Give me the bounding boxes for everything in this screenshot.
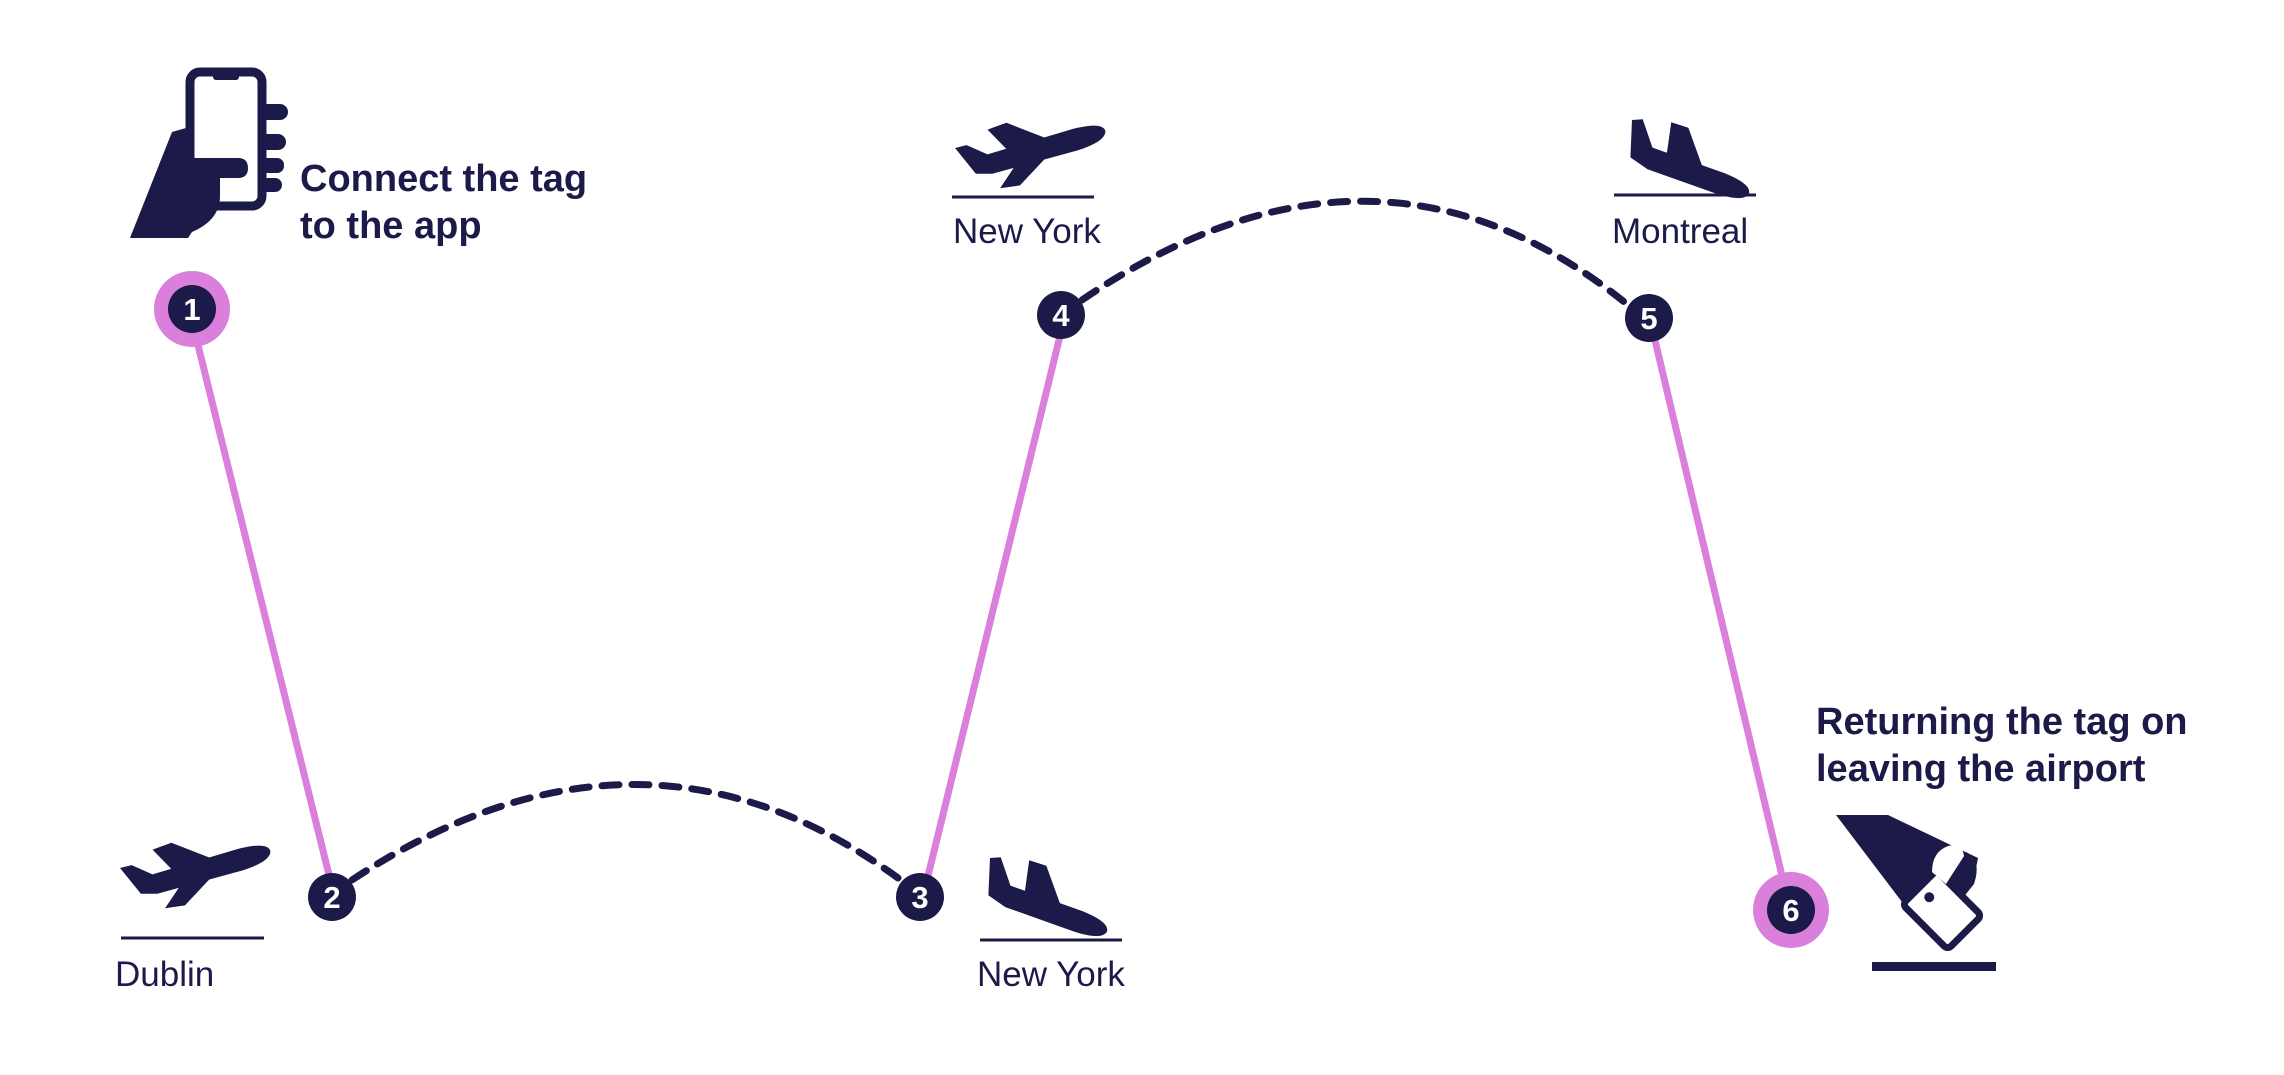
flight-arc-dublin-newyork (348, 781, 902, 884)
step-number: 2 (323, 880, 340, 915)
takeoff-plane-icon (120, 842, 271, 909)
step-number: 5 (1640, 301, 1657, 336)
city-label-new-york-arrival: New York (977, 955, 1125, 994)
return-heading: Returning the tag on leaving the airport (1816, 699, 2188, 793)
city-label-montreal: Montreal (1612, 212, 1749, 251)
step-marker-1: 1 (168, 285, 216, 333)
city-label-new-york-departure: New York (953, 212, 1101, 251)
connector-3-4 (923, 332, 1064, 884)
step-marker-6: 6 (1767, 886, 1815, 934)
step-marker-4: 4 (1037, 291, 1085, 339)
step-number: 1 (183, 292, 200, 327)
flight-arcs (348, 197, 1632, 884)
landing-plane-icon (1630, 119, 1750, 199)
step-number: 3 (911, 880, 928, 915)
step-marker-dot (1625, 294, 1673, 342)
step-marker-2: 2 (308, 873, 356, 921)
ground-connectors (194, 332, 1787, 887)
step-marker-dot (896, 873, 944, 921)
connect-heading: Connect the tag to the app (300, 156, 587, 250)
city-label-dublin: Dublin (115, 955, 215, 994)
landing-plane-icon (988, 857, 1108, 937)
connector-1-2 (194, 341, 335, 887)
connect-heading-line-2: to the app (300, 205, 482, 247)
step-number: 4 (1052, 298, 1070, 333)
connector-5-6 (1650, 332, 1787, 884)
phone-in-hand-icon (130, 67, 288, 238)
flight-arc-newyork-montreal (1078, 197, 1632, 309)
connect-heading-line-1: Connect the tag (300, 158, 588, 200)
tag-drop-icon (1836, 815, 1996, 971)
step-marker-dot (1767, 886, 1815, 934)
takeoff-plane-icon (955, 122, 1106, 189)
step-marker-dot (168, 285, 216, 333)
step-marker-3: 3 (896, 873, 944, 921)
return-heading-line-1: Returning the tag on (1816, 701, 2188, 743)
step-marker-dot (1037, 291, 1085, 339)
step-marker-5: 5 (1625, 294, 1673, 342)
step-marker-dot (308, 873, 356, 921)
return-heading-line-2: leaving the airport (1816, 748, 2146, 790)
step-number: 6 (1782, 893, 1799, 928)
